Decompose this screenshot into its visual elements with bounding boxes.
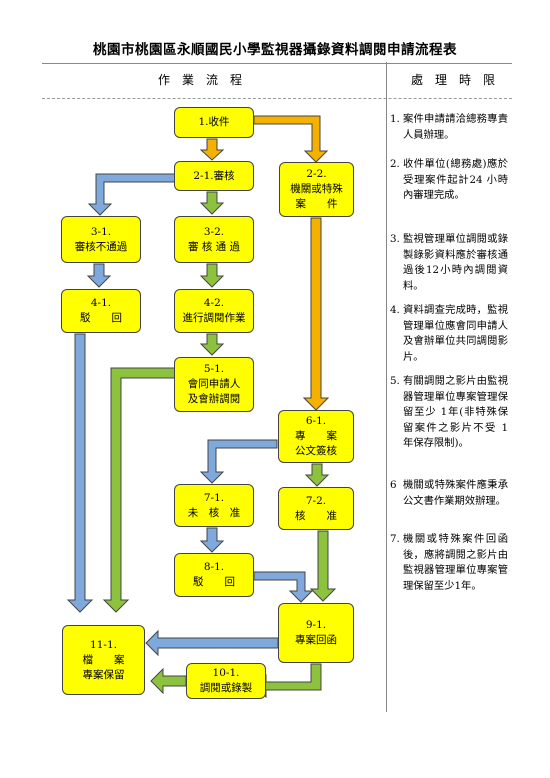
box-line: 11-1. [90, 638, 117, 651]
note-text: 機關或特殊案件回函後，應將調閱之影片由監視器管理單位專案管理保留至少1年。 [403, 533, 508, 592]
box-line: 駁 回 [193, 576, 235, 588]
note-number: 2. [390, 158, 400, 170]
arrow-4-2-to-5-1 [199, 333, 225, 356]
box-line: 專案保留 [82, 668, 125, 681]
arrow-9-1-to-11-1 [145, 629, 279, 657]
box-line: 檔 案 [82, 653, 125, 666]
box-reply-letter: 9-1. 專案回函 [278, 603, 354, 663]
box-line: 審 核 通 過 [187, 240, 240, 253]
page-title: 桃園市桃園區永順國民小學監視器攝錄資料調閱申請流程表 [93, 42, 457, 58]
note-number: 7. [390, 533, 400, 545]
column-divider [386, 62, 387, 712]
box-line: 未 核 准 [187, 506, 241, 519]
box-rejected: 4-1. 駁 回 [61, 289, 141, 333]
box-line: 2-1.審核 [193, 169, 235, 182]
box-line: 9-1. [305, 619, 327, 631]
note-number: 4. [390, 304, 400, 316]
box-document-approval: 6-1. 專 案公文簽核 [278, 410, 354, 463]
arrow-8-1-to-9-1 [253, 571, 314, 603]
arrow-6-1-to-7-1 [199, 439, 278, 484]
box-line: 駁 回 [80, 312, 122, 324]
time-column-header: 處 理 時 限 [411, 73, 496, 87]
box-line: 7-2. [305, 494, 327, 507]
note-text: 資料調查完成時，監視管理單位應會同申請人及會辦單位共同調閱影片。 [403, 304, 508, 363]
arrow-2-2-to-6-1 [302, 217, 330, 411]
note-number: 3. [390, 233, 400, 245]
time-note-7: 7.機關或特殊案件回函後，應將調閱之影片由監視器管理單位專案管理保留至少1年。 [390, 532, 508, 594]
box-line: 5-1. [203, 363, 225, 375]
time-note-1: 1.案件申請請洽總務專責人員辦理。 [390, 112, 508, 143]
box-line: 4-2. [203, 297, 225, 309]
arrow-4-1-to-11-1 [66, 333, 94, 613]
box-line: 8-1. [203, 561, 225, 573]
box-approved: 7-2. 核 准 [278, 487, 354, 530]
box-review: 2-1.審核 [174, 161, 254, 191]
box-receive: 1.收件 [174, 107, 254, 138]
box-joint-retrieval: 5-1. 會同申請人及會辦調閱 [174, 357, 254, 412]
time-note-4: 4.資料調查完成時，監視管理單位應會同申請人及會辦單位共同調閱影片。 [390, 303, 508, 365]
box-line: 進行調閱作業 [182, 312, 246, 324]
time-note-6: 6 機關或特殊案件應秉承公文書作業期效辦理。 [390, 478, 508, 509]
box-line: 公文簽核 [295, 445, 337, 457]
arrow-2-1-to-3-1 [87, 173, 176, 216]
box-review-passed: 3-2. 審 核 通 過 [174, 216, 254, 263]
arrow-1-to-2-2 [253, 115, 329, 163]
note-text: 有關調閱之影片由監視器管理單位專案管理保留至少 1年(非特殊保留案件之影片不受 … [403, 375, 508, 449]
box-review-failed: 3-1. 審核不通過 [61, 216, 141, 263]
box-line: 4-1. [90, 297, 112, 309]
box-archive: 11-1. 檔 案專案保留 [62, 625, 145, 695]
box-line: 調閱或錄製 [199, 682, 253, 694]
note-text: 機關或特殊案件應秉承公文書作業期效辦理。 [403, 479, 508, 507]
box-rejected-2: 8-1. 駁 回 [174, 553, 254, 597]
header-bottom-rule [42, 98, 512, 99]
arrow-3-2-to-4-2 [199, 263, 225, 288]
note-number: 6 [390, 479, 397, 491]
box-line: 7-1. [203, 491, 225, 504]
arrow-3-1-to-4-1 [86, 263, 112, 288]
header-top-rule [42, 63, 512, 64]
arrow-10-1-to-11-1 [150, 667, 187, 695]
time-note-3: 3.監視管理單位調閱或錄製錄影資料應於審核通過後12小時內調閱資料。 [390, 232, 508, 294]
note-text: 監視管理單位調閱或錄製錄影資料應於審核通過後12小時內調閱資料。 [403, 233, 508, 292]
box-line: 機關或特殊 [290, 183, 343, 195]
box-line: 2-2. [306, 168, 327, 180]
time-note-2: 2.收件單位(總務處)應於受理案件起計24 小時內審理完成。 [390, 157, 508, 204]
arrow-5-1-to-11-1 [102, 367, 177, 613]
box-line: 3-1. [90, 225, 112, 238]
arrow-1-to-2-1 [199, 138, 225, 161]
box-retrieve-or-record: 10-1. 調閱或錄製 [186, 663, 266, 699]
box-line: 審核不通過 [74, 240, 128, 253]
box-line: 10-1. [212, 667, 240, 679]
box-line: 1.收件 [198, 116, 230, 128]
arrow-7-2-to-9-1 [309, 530, 337, 602]
box-line: 專案回函 [295, 634, 337, 646]
note-text: 收件單位(總務處)應於受理案件起計24 小時內審理完成。 [403, 158, 508, 201]
arrow-6-1-to-7-2 [304, 463, 330, 487]
box-line: 3-2. [203, 225, 225, 238]
box-line: 核 准 [295, 509, 337, 522]
note-number: 1. [390, 113, 400, 125]
box-retrieval-in-progress: 4-2. 進行調閱作業 [174, 289, 254, 333]
arrow-2-1-to-3-2 [199, 191, 225, 215]
box-special-case: 2-2. 機關或特殊案 件 [279, 162, 354, 217]
arrow-7-1-to-8-1 [199, 527, 225, 553]
box-line: 6-1. [305, 415, 327, 427]
box-line: 及會辦調閱 [187, 393, 241, 405]
box-not-approved: 7-1. 未 核 准 [174, 484, 254, 527]
note-text: 案件申請請洽總務專責人員辦理。 [403, 113, 508, 141]
time-note-5: 5.有關調閱之影片由監視器管理單位專案管理保留至少 1年(非特殊保留案件之影片不… [390, 374, 508, 452]
flow-column-header: 作 業 流 程 [158, 73, 243, 87]
box-line: 案 件 [295, 198, 338, 210]
note-number: 5. [390, 375, 400, 387]
box-line: 專 案 [295, 430, 337, 442]
box-line: 會同申請人 [187, 378, 241, 390]
